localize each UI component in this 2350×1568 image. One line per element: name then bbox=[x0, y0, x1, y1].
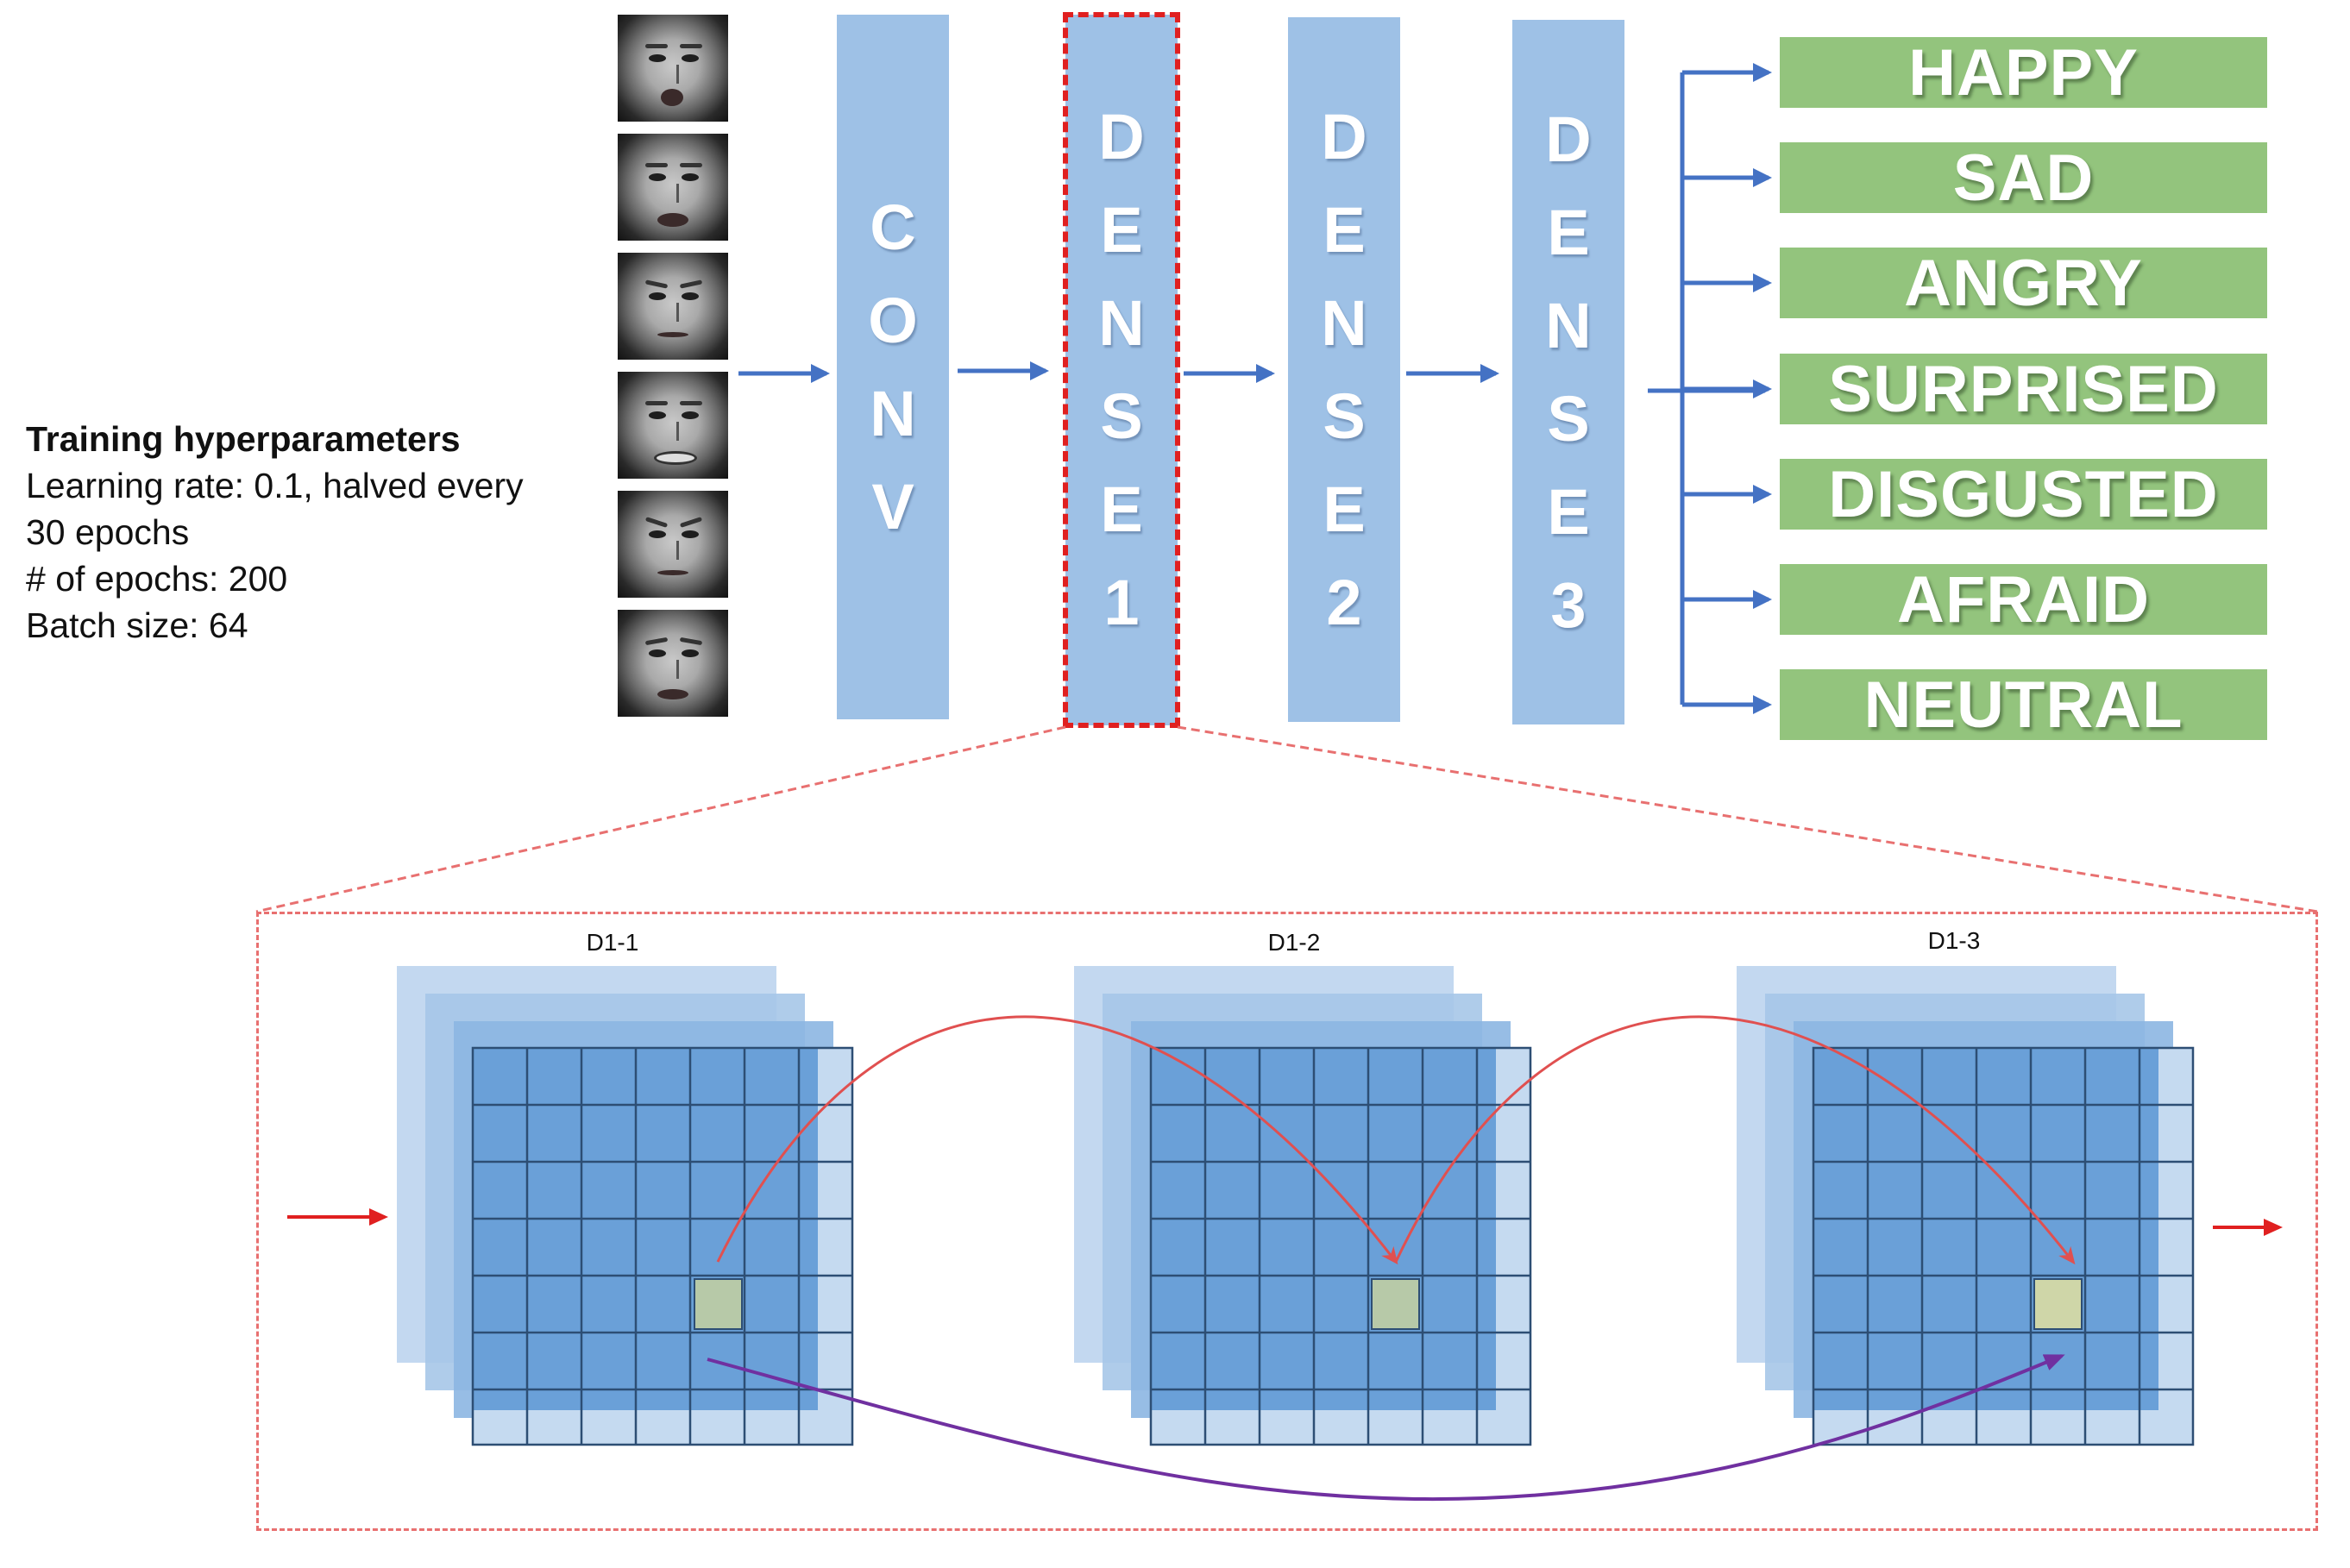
dense-block-label: D1-1 bbox=[544, 929, 682, 956]
dense-block-label: D1-2 bbox=[1225, 929, 1363, 956]
zoom-guide-right bbox=[1178, 727, 2318, 912]
dense1-zoom-box bbox=[256, 912, 2318, 1531]
zoom-guide-left bbox=[256, 727, 1065, 912]
dense-block-label: D1-3 bbox=[1885, 927, 2023, 955]
